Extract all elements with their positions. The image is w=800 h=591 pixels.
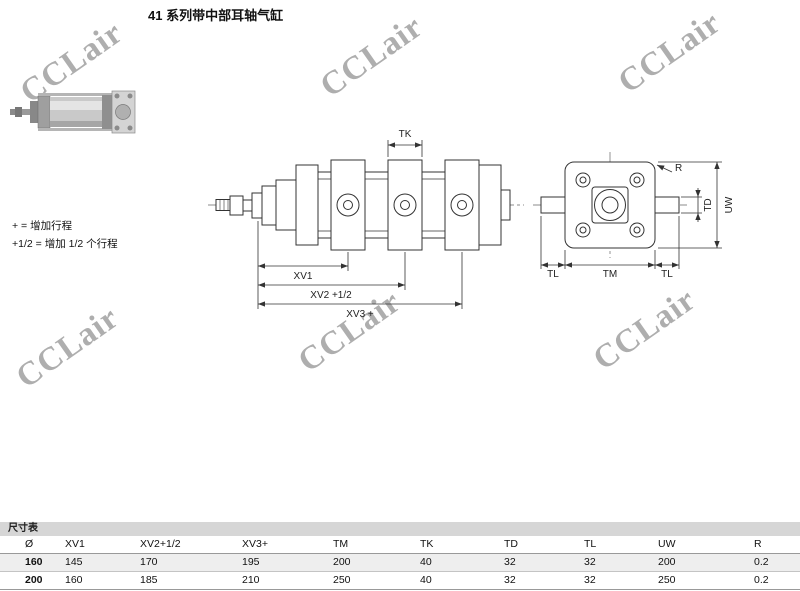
page-title: 41 系列带中部耳轴气缸 <box>148 8 284 23</box>
product-photo-image <box>10 90 136 134</box>
col-header-uw: UW <box>658 538 676 550</box>
col-header-tl: TL <box>584 538 597 550</box>
dim-label-xv1: XV1 <box>294 271 313 282</box>
dim-label-tm: TM <box>603 269 617 280</box>
table-cell: 160 <box>25 556 43 568</box>
table-cell: 32 <box>584 574 596 586</box>
side-view-dimensions <box>257 140 463 309</box>
dim-label-tl-right: TL <box>661 269 673 280</box>
table-header-row: Ø XV1 XV2+1/2 XV3+ TM TK TD TL UW R <box>0 536 800 554</box>
col-header-diameter: Ø <box>25 538 34 550</box>
table-cell: 0.2 <box>754 556 769 568</box>
table-cell: 32 <box>584 556 596 568</box>
dim-label-tl-left: TL <box>547 269 559 280</box>
product-photo <box>8 80 138 146</box>
table-cell: 170 <box>140 556 158 568</box>
end-view-dimensions <box>540 161 722 269</box>
col-header-xv1: XV1 <box>65 538 85 550</box>
dim-label-r: R <box>675 163 682 174</box>
dim-label-td: TD <box>703 198 714 211</box>
dim-label-tk: TK <box>399 129 412 140</box>
table-cell: 0.2 <box>754 574 769 586</box>
watermark: CCLair <box>9 299 126 396</box>
table-cell: 185 <box>140 574 158 586</box>
table-cell: 195 <box>242 556 260 568</box>
table-cell: 250 <box>658 574 676 586</box>
side-view-drawing <box>208 159 524 251</box>
note-line-1: + = 增加行程 <box>12 220 73 232</box>
dim-label-xv3: XV3 + <box>346 309 374 320</box>
col-header-tm: TM <box>333 538 349 550</box>
dim-label-xv2: XV2 +1/2 <box>310 290 352 301</box>
table-cell: 145 <box>65 556 83 568</box>
table-row-160: 160 145 170 195 200 40 32 32 200 0.2 <box>0 553 800 572</box>
col-header-xv3: XV3+ <box>242 538 268 550</box>
table-cell: 250 <box>333 574 351 586</box>
col-header-td: TD <box>504 538 518 550</box>
table-cell: 160 <box>65 574 83 586</box>
watermark: CCLair <box>313 8 430 105</box>
table-cell: 32 <box>504 556 516 568</box>
dimension-table: Ø XV1 XV2+1/2 XV3+ TM TK TD TL UW R 160 … <box>0 536 800 590</box>
note-line-2: +1/2 = 增加 1/2 个行程 <box>12 237 118 250</box>
table-cell: 200 <box>25 574 43 586</box>
end-view-drawing <box>533 152 687 258</box>
stroke-notes: + = 增加行程 +1/2 = 增加 1/2 个行程 <box>12 218 118 254</box>
table-cell: 200 <box>658 556 676 568</box>
col-header-xv2: XV2+1/2 <box>140 538 181 550</box>
table-title: 尺寸表 <box>0 522 800 536</box>
table-row-200: 200 160 185 210 250 40 32 32 250 0.2 <box>0 572 800 590</box>
col-header-tk: TK <box>420 538 434 550</box>
col-header-r: R <box>754 538 762 550</box>
table-cell: 32 <box>504 574 516 586</box>
dim-label-uw: UW <box>724 196 735 213</box>
dimension-table-section: 尺寸表 Ø XV1 XV2+1/2 XV3+ TM TK TD TL UW <box>0 522 800 590</box>
technical-drawing: TK XV1 XV2 +1/2 XV3 + <box>208 129 735 320</box>
table-cell: 40 <box>420 556 432 568</box>
watermark: CCLair <box>611 4 728 101</box>
table-cell: 200 <box>333 556 351 568</box>
table-cell: 40 <box>420 574 432 586</box>
table-cell: 210 <box>242 574 260 586</box>
